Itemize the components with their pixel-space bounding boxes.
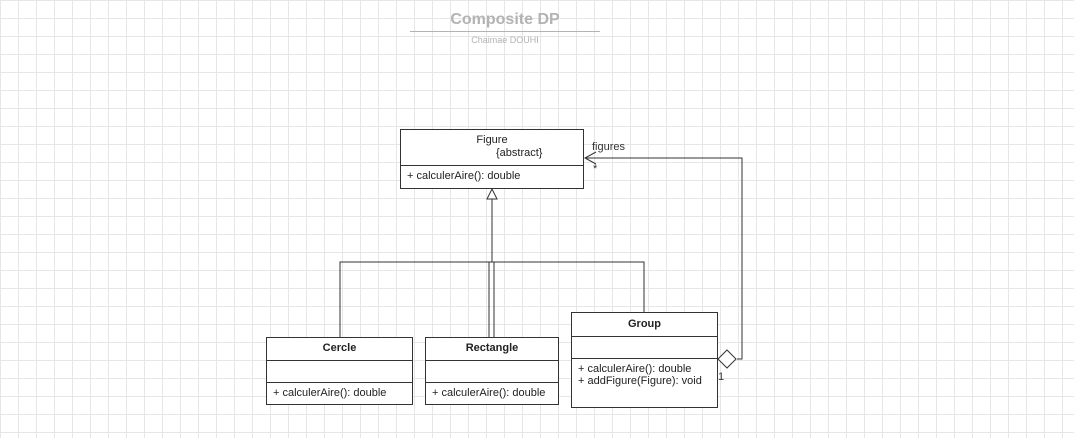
class-rectangle[interactable]: Rectangle + calculerAire(): double xyxy=(425,337,559,405)
class-rectangle-operation: + calculerAire(): double xyxy=(432,387,546,399)
class-cercle[interactable]: Cercle + calculerAire(): double xyxy=(266,337,413,405)
aggregation-source-multiplicity: 1 xyxy=(718,371,725,383)
class-figure-name: Figure xyxy=(476,134,508,146)
class-figure[interactable]: Figure {abstract} + calculerAire(): doub… xyxy=(400,129,584,189)
class-cercle-operations: + calculerAire(): double xyxy=(267,383,412,403)
class-group-name: Group xyxy=(572,313,717,337)
class-figure-operations: + calculerAire(): double xyxy=(401,166,583,186)
aggregation-target-multiplicity: * xyxy=(593,163,598,175)
class-rectangle-attributes xyxy=(426,361,558,383)
class-figure-header: Figure {abstract} xyxy=(401,130,583,166)
diagram-title: Composite DP xyxy=(410,10,600,32)
class-cercle-name: Cercle xyxy=(267,338,412,361)
class-cercle-attributes xyxy=(267,361,412,383)
aggregation-role-label: figures xyxy=(592,141,626,153)
class-group-operations: + calculerAire(): double + addFigure(Fig… xyxy=(572,359,717,391)
class-group[interactable]: Group + calculerAire(): double + addFigu… xyxy=(571,312,718,408)
class-group-operation: + calculerAire(): double xyxy=(578,363,692,375)
class-group-attributes xyxy=(572,337,717,359)
generalization-branches xyxy=(339,261,645,337)
class-figure-operation: + calculerAire(): double xyxy=(407,170,521,182)
aggregation-diamond xyxy=(717,349,737,369)
diagram-subtitle: Chaimae DOUHI xyxy=(471,35,539,45)
class-group-operation: + addFigure(Figure): void xyxy=(578,375,702,387)
class-cercle-operation: + calculerAire(): double xyxy=(273,387,387,399)
class-rectangle-operations: + calculerAire(): double xyxy=(426,383,558,403)
aggregation-arrowhead xyxy=(583,151,597,165)
aggregation-line xyxy=(586,157,743,360)
class-rectangle-name: Rectangle xyxy=(426,338,558,361)
diagram-title-block: Composite DP Chaimae DOUHI xyxy=(410,10,600,45)
generalization-arrowhead xyxy=(486,187,498,200)
class-figure-stereotype: {abstract} xyxy=(496,147,543,159)
